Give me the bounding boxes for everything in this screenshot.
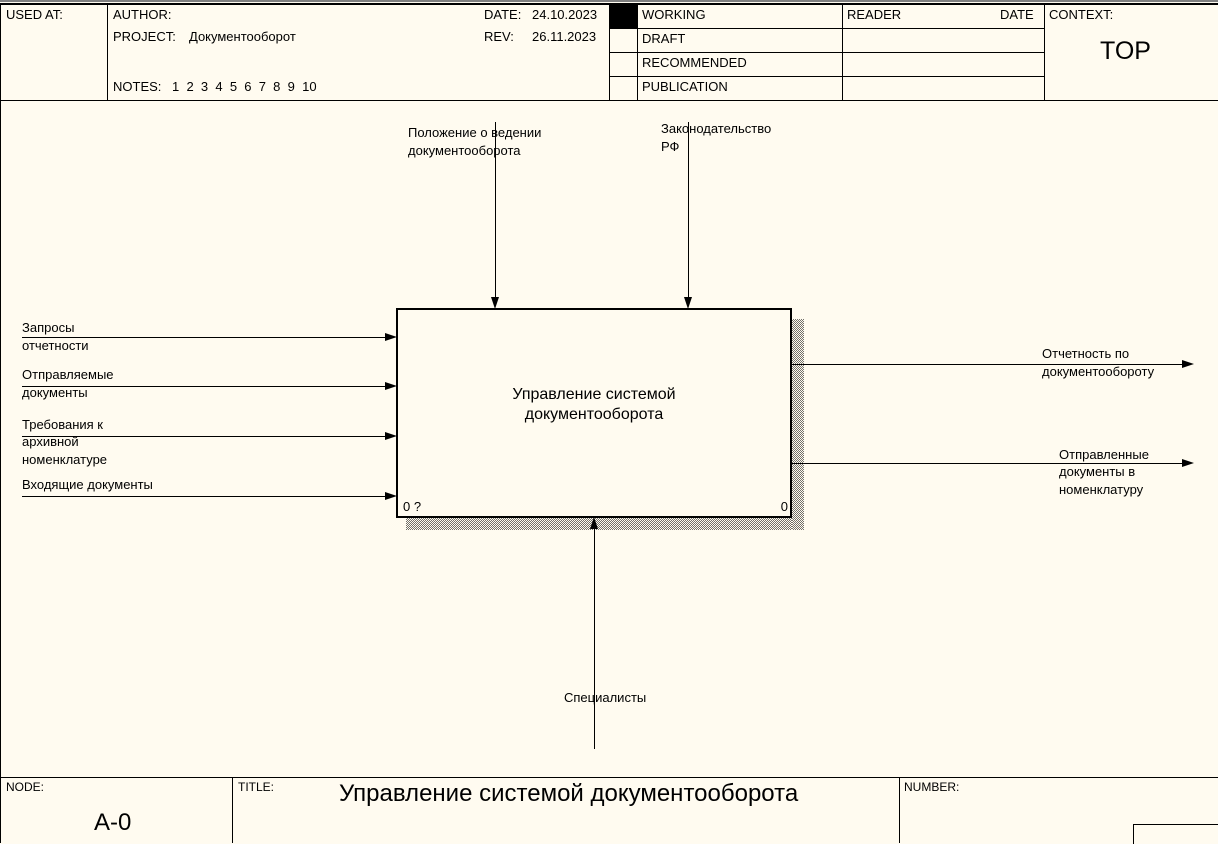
- input-arrow-line[interactable]: [22, 337, 386, 338]
- title-label: TITLE:: [238, 780, 275, 794]
- activity-cost-number: 0: [780, 499, 788, 514]
- node-value: A-0: [94, 809, 132, 836]
- control-label: Положение о ведении: [408, 125, 542, 140]
- activity-box[interactable]: Управление системой документооборота 0 ?…: [396, 308, 792, 518]
- activity-label: Управление системой документооборота: [398, 385, 790, 425]
- output-label: номенклатуру: [1059, 482, 1144, 497]
- arrow-head-down-icon: [684, 297, 692, 309]
- status-draft-label: DRAFT: [642, 31, 686, 46]
- footer-page-box: [1133, 824, 1218, 844]
- header-divider: [107, 4, 108, 100]
- control-label: документооборота: [408, 143, 521, 158]
- used-at-label: USED AT:: [6, 7, 63, 22]
- activity-label-line: документооборота: [524, 406, 664, 423]
- mechanism-arrow-line[interactable]: [594, 528, 595, 749]
- reader-label: READER: [847, 7, 902, 22]
- title-value[interactable]: Управление системой документооборота: [339, 780, 799, 807]
- context-label: CONTEXT:: [1049, 7, 1114, 22]
- status-working-label: WORKING: [642, 7, 706, 22]
- activity-node-number: 0 ?: [403, 499, 422, 514]
- status-row-divider: [609, 76, 1044, 77]
- author-label: AUTHOR:: [113, 7, 172, 22]
- node-label: NODE:: [6, 780, 45, 794]
- project-label: PROJECT:: [113, 29, 176, 44]
- date-label: DATE:: [484, 7, 522, 22]
- arrow-head-right-icon: [385, 432, 397, 440]
- activity-shadow: [792, 319, 804, 530]
- output-label: документообороту: [1042, 364, 1155, 379]
- status-working-indicator[interactable]: [610, 5, 637, 28]
- input-label: номенклатуре: [22, 452, 108, 467]
- frame-top-border: [0, 0, 1218, 2]
- reader-date-label: DATE: [1000, 7, 1034, 22]
- mechanism-label: Специалисты: [564, 690, 647, 705]
- activity-shadow: [406, 518, 792, 530]
- frame-left-line: [0, 3, 1, 843]
- control-arrow-line[interactable]: [688, 122, 689, 298]
- control-label: РФ: [661, 139, 680, 154]
- arrow-head-right-icon: [385, 333, 397, 341]
- arrow-head-right-icon: [385, 492, 397, 500]
- status-publication-indicator[interactable]: [610, 77, 637, 100]
- header-divider: [1044, 4, 1045, 100]
- header-bottom-line: [0, 100, 1218, 101]
- arrow-head-down-icon: [491, 297, 499, 309]
- rev-value: 26.11.2023: [532, 29, 597, 44]
- arrow-head-right-icon: [1182, 459, 1194, 467]
- project-value[interactable]: Документооборот: [189, 29, 296, 44]
- status-recommended-indicator[interactable]: [610, 53, 637, 76]
- status-recommended-label: RECOMMENDED: [642, 55, 747, 70]
- notes-label: NOTES:: [113, 79, 162, 94]
- output-label: Отчетность по: [1042, 346, 1130, 361]
- output-arrow-line[interactable]: [792, 364, 1184, 365]
- input-arrow-line[interactable]: [22, 386, 386, 387]
- input-label: Отправляемые: [22, 367, 114, 382]
- control-label: Законодательство: [661, 121, 772, 136]
- context-value: TOP: [1100, 37, 1151, 65]
- date-value: 24.10.2023: [532, 7, 598, 22]
- arrow-head-up-icon: [590, 517, 598, 529]
- output-label: Отправленные: [1059, 447, 1149, 462]
- input-label: Запросы: [22, 320, 75, 335]
- status-publication-label: PUBLICATION: [642, 79, 728, 94]
- input-arrow-line[interactable]: [22, 496, 386, 497]
- input-label: Входящие документы: [22, 477, 153, 492]
- output-label: документы в: [1059, 464, 1136, 479]
- number-label: NUMBER:: [904, 780, 960, 794]
- status-draft-indicator[interactable]: [610, 29, 637, 52]
- input-label: документы: [22, 385, 88, 400]
- notes-values[interactable]: 1 2 3 4 5 6 7 8 9 10: [172, 79, 317, 94]
- footer-top-line: [0, 777, 1218, 778]
- input-label: архивной: [22, 434, 79, 449]
- status-row-divider: [609, 52, 1044, 53]
- footer-divider: [232, 777, 233, 843]
- activity-label-line: Управление системой: [512, 386, 676, 403]
- rev-label: REV:: [484, 29, 514, 44]
- input-arrow-line[interactable]: [22, 436, 386, 437]
- output-arrow-line[interactable]: [792, 463, 1184, 464]
- footer-divider: [899, 777, 900, 843]
- arrow-head-right-icon: [385, 382, 397, 390]
- arrow-head-right-icon: [1182, 360, 1194, 368]
- control-arrow-line[interactable]: [495, 122, 496, 298]
- input-label: отчетности: [22, 338, 89, 353]
- input-label: Требования к: [22, 417, 103, 432]
- status-row-divider: [609, 28, 1044, 29]
